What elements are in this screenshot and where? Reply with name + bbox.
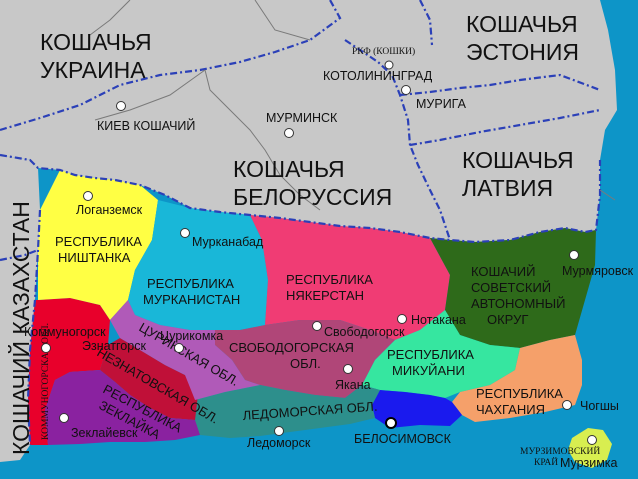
region-nyakerstan-label-2: НЯКЕРСТАН <box>286 288 364 303</box>
region-murkanistan-label-2: МУРКАНИСТАН <box>143 292 240 307</box>
city-marker-loganzemsk[interactable] <box>83 191 93 201</box>
city-marker-tsurikomka[interactable] <box>174 343 184 353</box>
region-mikuyani-label-2: МИКУЙАНИ <box>392 363 465 378</box>
region-neznatovskaya[interactable] <box>100 338 198 420</box>
city-markers <box>41 60 597 445</box>
region-kommunogorsk-label: КОММУНОГОРСКАЯ ОБЛ. <box>41 323 51 440</box>
city-murmink-label: МУРМИНСК <box>266 111 338 125</box>
country-borders <box>0 0 602 446</box>
city-marker-rkf[interactable] <box>384 60 394 70</box>
city-marker-kommunogorsk[interactable] <box>41 343 51 353</box>
city-notakana-label: Нотакана <box>411 313 466 327</box>
city-marker-zeklaevsk[interactable] <box>59 413 69 423</box>
city-marker-kiev[interactable] <box>116 101 126 111</box>
region-chahgania[interactable] <box>452 335 582 422</box>
city-belosimovsk-label: БЕЛОСИМОВСК <box>354 432 452 446</box>
city-marker-murmink[interactable] <box>284 128 294 138</box>
city-marker-notakana[interactable] <box>397 314 407 324</box>
city-kiev-label: КИЕВ КОШАЧИЙ <box>97 118 195 133</box>
country-latvia-line2: ЛАТВИЯ <box>462 175 553 201</box>
city-murzimka-label: Мурзимка <box>560 456 618 470</box>
region-murzimovsky[interactable] <box>568 428 612 468</box>
city-marker-muriga[interactable] <box>401 85 411 95</box>
foreign-land <box>0 0 617 242</box>
city-ledomorsk-label: Ледоморск <box>247 436 311 450</box>
foreign-internal-lines <box>89 0 616 211</box>
region-murzimovsky-label-2: КРАЙ <box>534 456 558 468</box>
region-chahgania-label-1: РЕСПУБЛИКА <box>476 386 563 401</box>
city-chogshy-label: Чогшы <box>580 399 619 413</box>
region-tsuriksk[interactable] <box>110 300 260 400</box>
region-mikuyani[interactable] <box>362 310 520 398</box>
region-sovetsky-label-1: КОШАЧИЙ <box>471 264 535 279</box>
city-tsurikomka-label: Цурикомка <box>160 329 223 343</box>
region-murzimovsky-label-1: МУРЗИМОВСКИЙ <box>520 445 600 457</box>
country-ukraine-line1: КОШАЧЬЯ <box>40 29 152 55</box>
city-marker-ledomorsk[interactable] <box>274 426 284 436</box>
city-svobodogorsk-label: Свободогорск <box>324 325 405 339</box>
city-marker-yakana[interactable] <box>343 364 353 374</box>
city-labels: КИЕВ КОШАЧИЙ РКФ (КОШКИ) КОТОЛИНИНГРАД М… <box>24 46 634 470</box>
region-sovetsky-label-2: СОВЕТСКИЙ <box>471 280 551 295</box>
city-eznatorsk-label: Эзнатгорск <box>82 339 146 353</box>
region-sovetsky-label-3: АВТОНОМНЫЙ <box>471 296 566 311</box>
country-estonia-line1: КОШАЧЬЯ <box>466 11 578 37</box>
country-latvia-line1: КОШАЧЬЯ <box>462 147 574 173</box>
kazakhstan-land <box>0 155 40 462</box>
city-marker-svobodogorsk[interactable] <box>312 321 322 331</box>
country-belorussia-line2: БЕЛОРУССИЯ <box>233 184 392 210</box>
city-marker-murmyarovsk[interactable] <box>569 250 579 260</box>
region-sovetsky-label-4: ОКРУГ <box>487 312 528 327</box>
region-sovetsky[interactable] <box>430 228 596 348</box>
region-nyakerstan-label-1: РЕСПУБЛИКА <box>286 272 373 287</box>
region-zeklaika[interactable] <box>45 370 200 445</box>
city-marker-chogshy[interactable] <box>562 400 572 410</box>
country-belorussia-line1: КОШАЧЬЯ <box>233 156 345 182</box>
region-mikuyani-label-1: РЕСПУБЛИКА <box>387 347 474 362</box>
region-nishtanka-label-2: НИШТАНКА <box>58 250 131 265</box>
region-svobodogorsk-label-2: ОБЛ. <box>290 356 321 371</box>
region-chahgania-label-2: ЧАХГАНИЯ <box>476 402 545 417</box>
region-svobodogorsk[interactable] <box>215 320 395 398</box>
city-marker-murkanabad[interactable] <box>180 228 190 238</box>
city-murkanabad-label: Мурканабад <box>192 235 264 249</box>
city-yakana-label: Якана <box>335 378 371 392</box>
city-loganzemsk-label: Логанземск <box>76 203 143 217</box>
city-kommunogorsk-label: Коммуногорск <box>24 325 106 339</box>
country-ukraine-line2: УКРАИНА <box>40 57 146 83</box>
city-marker-murzimka[interactable] <box>587 435 597 445</box>
city-kotoliningrad-label: КОТОЛИНИНГРАД <box>323 69 433 83</box>
region-nishtanka[interactable] <box>38 170 158 320</box>
city-muriga-label: МУРИГА <box>416 97 467 111</box>
city-murmyarovsk-label: Мурмяровск <box>562 264 634 278</box>
city-rkf-label: РКФ (КОШКИ) <box>352 46 415 57</box>
country-estonia-line2: ЭСТОНИЯ <box>466 39 579 65</box>
region-ledomorsk[interactable] <box>192 385 380 438</box>
city-marker-belosimovsk[interactable] <box>385 417 397 429</box>
region-nyakerstan[interactable] <box>250 215 450 340</box>
region-nishtanka-label-1: РЕСПУБЛИКА <box>55 234 142 249</box>
region-murkanistan-label-1: РЕСПУБЛИКА <box>147 276 234 291</box>
city-zeklaevsk-label: Зеклайевск <box>71 426 138 440</box>
country-kazakhstan: КОШАЧИЙ КАЗАХСТАН <box>7 201 34 455</box>
region-svobodogorsk-label-1: СВОБОДОГОРСКАЯ <box>229 340 354 355</box>
region-murkanistan[interactable] <box>128 200 268 330</box>
region-kommunogorsk[interactable] <box>28 298 110 445</box>
country-labels: КОШАЧЬЯ УКРАИНА КОШАЧЬЯ ЭСТОНИЯ КОШАЧЬЯ … <box>7 11 579 455</box>
